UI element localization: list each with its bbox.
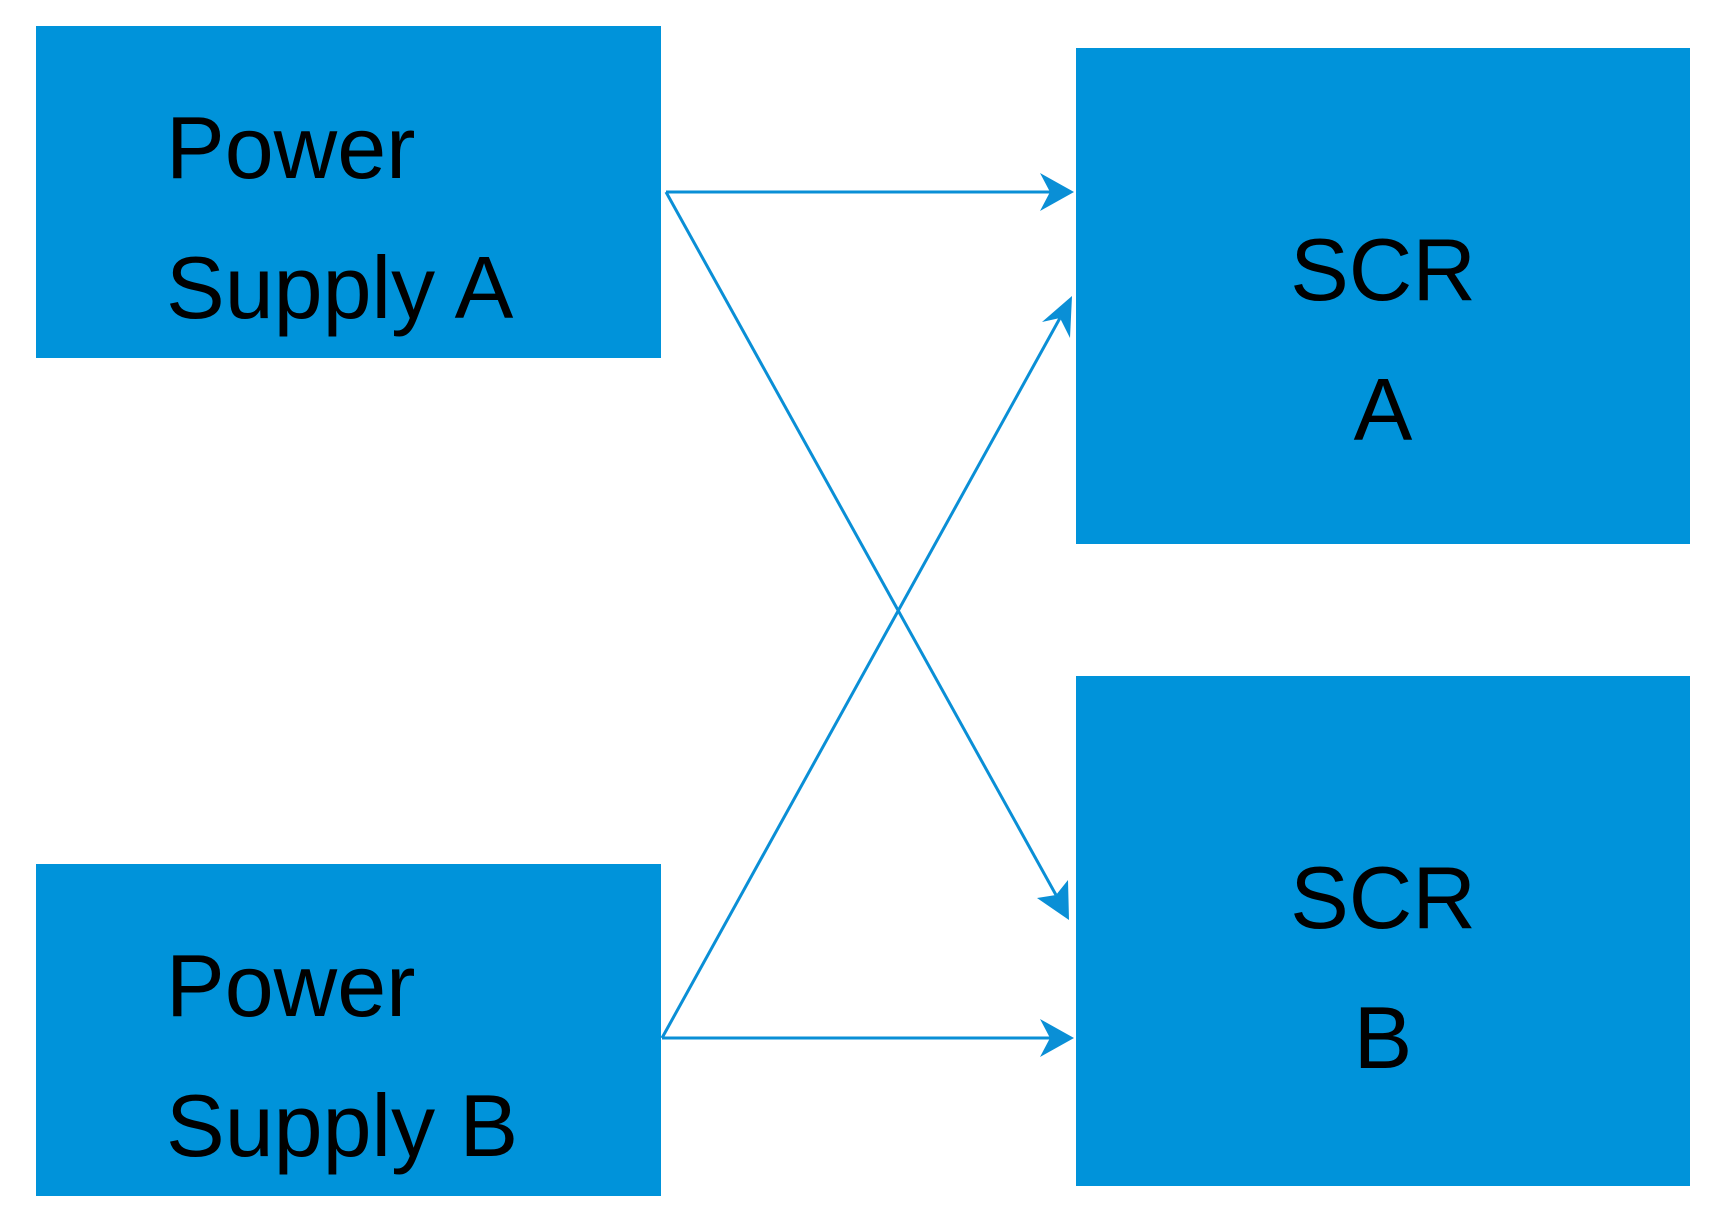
power-supply-a-label-line2: Supply A	[166, 238, 514, 337]
edge-psa-to-scra	[666, 173, 1074, 211]
edge-psa-to-scrb-line	[664, 191, 1058, 896]
edge-psa-to-scra-arrowhead-icon	[1040, 173, 1074, 211]
scr-b-box: SCR B	[1076, 676, 1690, 1186]
edge-psb-to-scra	[660, 296, 1072, 1039]
scr-a-label-line2: A	[1353, 360, 1413, 459]
power-supply-a-box: Power Supply A	[36, 26, 661, 358]
power-supply-b-box: Power Supply B	[36, 864, 661, 1196]
edge-psb-to-scrb-arrowhead-icon	[1040, 1019, 1074, 1057]
scr-a-box: SCR A	[1076, 48, 1690, 544]
edge-psb-to-scrb	[662, 1019, 1074, 1057]
edge-psa-to-scrb	[664, 191, 1069, 920]
scr-b-label-line2: B	[1353, 988, 1413, 1087]
scr-b-label-line1: SCR	[1290, 848, 1476, 947]
scr-a-label-line1: SCR	[1290, 220, 1476, 319]
power-supply-a-label-line1: Power	[166, 98, 416, 197]
edge-psb-to-scra-line	[660, 317, 1062, 1039]
power-supply-b-label-line2: Supply B	[166, 1076, 519, 1175]
edge-psb-to-scra-arrowhead-icon	[1042, 296, 1072, 338]
edge-psa-to-scrb-arrowhead-icon	[1037, 880, 1069, 920]
power-supply-b-label-line1: Power	[166, 936, 416, 1035]
